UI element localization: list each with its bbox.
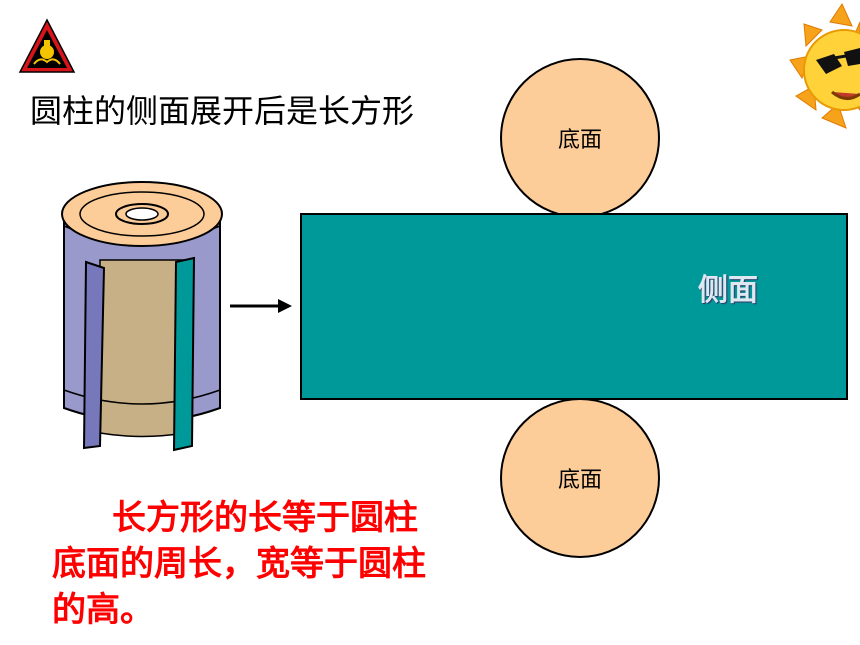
lateral-label: 侧面 bbox=[698, 273, 758, 308]
bottom-base-label: 底面 bbox=[557, 468, 602, 493]
sun-mascot-icon bbox=[782, 0, 860, 138]
cylinder-illustration bbox=[56, 178, 228, 456]
lateral-surface-rectangle: 侧面 bbox=[300, 213, 848, 400]
top-base-circle: 底面 bbox=[500, 58, 660, 218]
page-title: 圆柱的侧面展开后是长方形 bbox=[30, 92, 415, 130]
bottom-base-circle: 底面 bbox=[500, 398, 660, 558]
school-emblem-icon bbox=[18, 18, 76, 74]
right-arrow-icon bbox=[230, 296, 294, 316]
explanation-text: 长方形的长等于圆柱底面的周长，宽等于圆柱的高。 bbox=[52, 498, 426, 630]
top-base-label: 底面 bbox=[557, 128, 602, 153]
